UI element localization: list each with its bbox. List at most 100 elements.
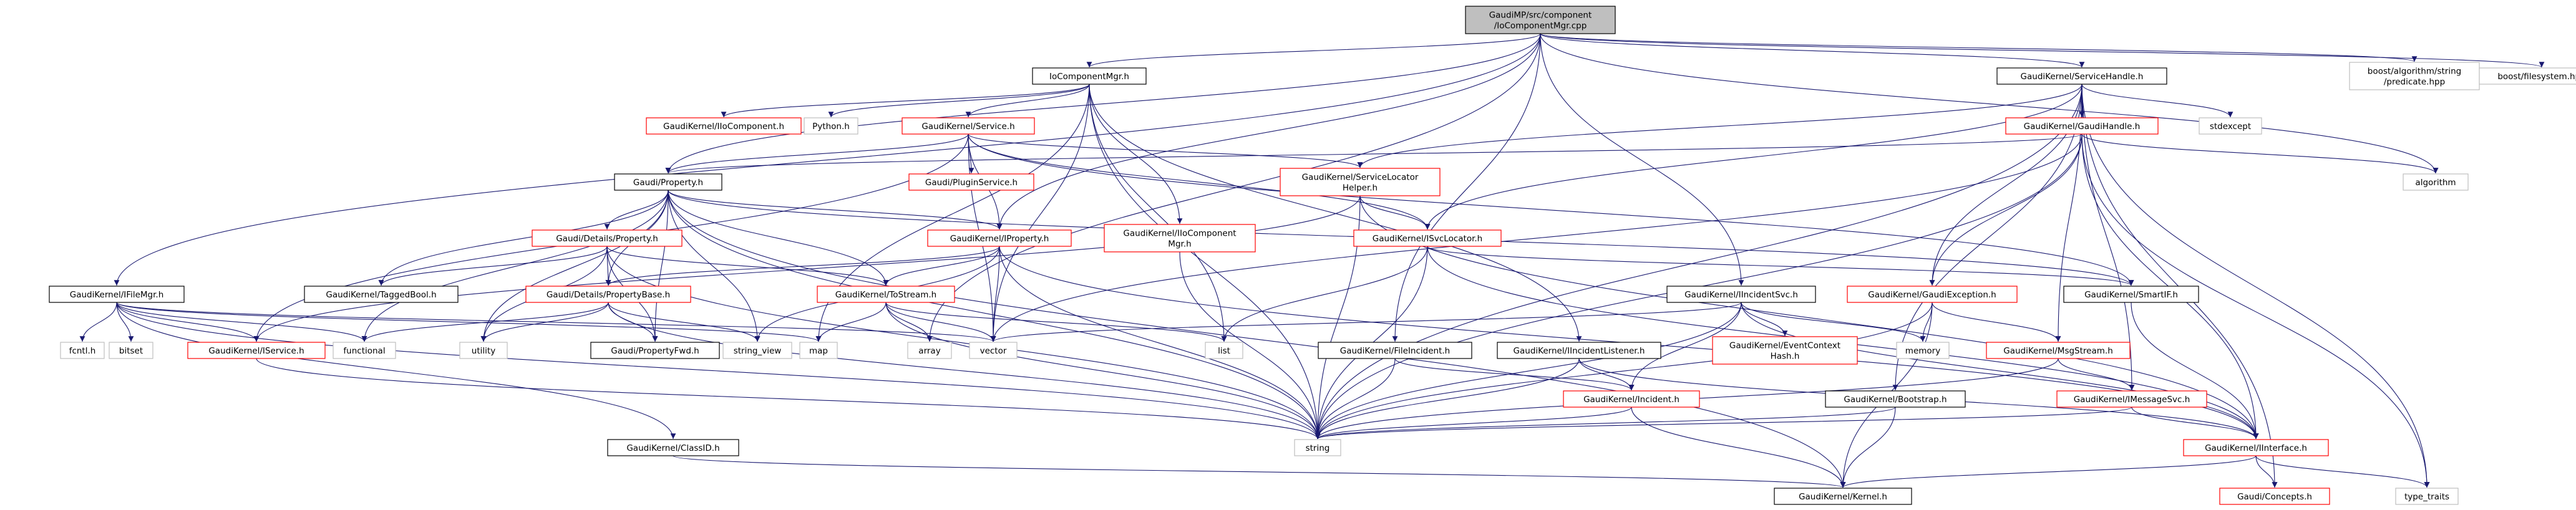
edge-iIncidentSvc-to-string xyxy=(1315,302,1742,440)
node-smartIF[interactable]: GaudiKernel/SmartIF.h xyxy=(2063,286,2199,303)
node-gkService[interactable]: GaudiKernel/Service.h xyxy=(902,117,1035,135)
node-gaudiException[interactable]: GaudiKernel/GaudiException.h xyxy=(1847,286,2018,303)
node-label: Gaudi/PluginService.h xyxy=(925,178,1018,188)
edge-iIncidentSvc-to-iInterface xyxy=(1741,302,2259,440)
edge-root-to-iProperty xyxy=(996,33,1541,230)
node-msgStream[interactable]: GaudiKernel/MsgStream.h xyxy=(1986,342,2131,359)
node-array: array xyxy=(907,342,952,359)
edge-gaudiHandle-to-typeTraits xyxy=(2081,133,2430,488)
node-concepts[interactable]: Gaudi/Concepts.h xyxy=(2219,488,2330,505)
node-ioMgrh[interactable]: IoComponentMgr.h xyxy=(1032,67,1147,85)
node-pluginService[interactable]: Gaudi/PluginService.h xyxy=(908,173,1034,191)
node-fcntl: fcntl.h xyxy=(60,342,105,359)
node-label: GaudiKernel/ToStream.h xyxy=(835,290,936,300)
node-label: utility xyxy=(472,346,495,356)
edge-serviceHandle-to-gaudiException xyxy=(1929,84,2083,286)
node-utility: utility xyxy=(459,342,508,359)
node-incident[interactable]: GaudiKernel/Incident.h xyxy=(1563,390,1700,408)
edge-root-to-iFileMgr xyxy=(114,33,1541,286)
edge-property-to-string xyxy=(668,190,1321,440)
edge-root-to-ioMgrh xyxy=(1086,33,1541,68)
node-propertyFwd[interactable]: Gaudi/PropertyFwd.h xyxy=(590,342,720,359)
node-label: boost/algorithm/string/predicate.hpp xyxy=(2368,67,2461,87)
node-root[interactable]: GaudiMP/src/component/IoComponentMgr.cpp xyxy=(1465,6,1616,34)
node-label: GaudiKernel/FileIncident.h xyxy=(1340,346,1450,356)
edge-propertyBase-to-string xyxy=(608,302,1321,440)
node-iFileMgr[interactable]: GaudiKernel/IFileMgr.h xyxy=(49,286,185,303)
node-label: GaudiKernel/IIoComponent.h xyxy=(663,122,784,132)
node-taggedBool[interactable]: GaudiKernel/TaggedBool.h xyxy=(304,286,459,303)
edge-serviceHandle-to-iMessageSvc xyxy=(2081,84,2135,391)
node-iIncidentListener[interactable]: GaudiKernel/IIncidentListener.h xyxy=(1497,342,1661,359)
node-label: GaudiKernel/Incident.h xyxy=(1583,395,1679,405)
node-label: Gaudi/Details/PropertyBase.h xyxy=(547,290,670,300)
edge-gkService-to-property xyxy=(665,133,969,174)
edge-property-to-utility xyxy=(480,190,669,342)
edge-iIoCompMgr-to-string xyxy=(1179,251,1321,440)
edge-property-to-propertyFwd xyxy=(652,190,669,342)
node-detailsProperty[interactable]: Gaudi/Details/Property.h xyxy=(532,229,683,247)
node-iIncidentSvc[interactable]: GaudiKernel/IIncidentSvc.h xyxy=(1666,286,1816,303)
node-propertyBase[interactable]: Gaudi/Details/PropertyBase.h xyxy=(525,286,691,303)
node-bootstrap[interactable]: GaudiKernel/Bootstrap.h xyxy=(1825,390,1966,408)
edges xyxy=(79,33,2544,488)
node-label: Gaudi/Details/Property.h xyxy=(556,234,658,244)
edge-iIncidentListener-to-string xyxy=(1315,358,1580,440)
node-iService[interactable]: GaudiKernel/IService.h xyxy=(187,342,326,359)
edge-property-to-detailsProperty xyxy=(604,190,669,230)
node-property[interactable]: Gaudi/Property.h xyxy=(614,173,722,191)
edge-iFileMgr-to-vector xyxy=(116,302,996,342)
edge-ioMgrh-to-iIoCompMgr xyxy=(1089,84,1183,224)
edge-detailsProperty-to-taggedBool xyxy=(378,246,608,286)
node-stringView: string_view xyxy=(722,342,792,359)
edge-root-to-fileIncident xyxy=(1392,33,1541,342)
edge-serviceHandle-to-iSvcLocator xyxy=(1424,84,2083,230)
node-label: list xyxy=(1218,346,1230,356)
node-gaudiHandle[interactable]: GaudiKernel/GaudiHandle.h xyxy=(2005,117,2159,135)
node-iMessageSvc[interactable]: GaudiKernel/IMessageSvc.h xyxy=(2056,390,2207,408)
node-label: GaudiKernel/GaudiException.h xyxy=(1868,290,1996,300)
edge-bootstrap-to-string xyxy=(1315,407,1896,440)
node-classID[interactable]: GaudiKernel/ClassID.h xyxy=(607,439,739,456)
node-iInterface[interactable]: GaudiKernel/IInterface.h xyxy=(2183,439,2329,456)
node-label: Gaudi/PropertyFwd.h xyxy=(611,346,699,356)
node-fileIncident[interactable]: GaudiKernel/FileIncident.h xyxy=(1318,342,1472,359)
node-label: GaudiKernel/Service.h xyxy=(921,122,1014,132)
node-iProperty[interactable]: GaudiKernel/IProperty.h xyxy=(927,229,1072,247)
edge-iInterface-to-concepts xyxy=(2255,455,2278,488)
edge-toStream-to-vector xyxy=(885,302,996,342)
node-label: stdexcept xyxy=(2210,122,2251,132)
node-serviceHandle[interactable]: GaudiKernel/ServiceHandle.h xyxy=(1996,67,2167,85)
node-list: list xyxy=(1205,342,1243,359)
node-iIoComp[interactable]: GaudiKernel/IIoComponent.h xyxy=(646,117,802,135)
node-boostAlg: boost/algorithm/string/predicate.hpp xyxy=(2349,62,2480,90)
node-label: GaudiKernel/ISvcLocator.h xyxy=(1373,234,1482,244)
edge-iIncidentListener-to-incident xyxy=(1578,358,1635,391)
edge-gaudiHandle-to-property xyxy=(666,133,2083,174)
edge-serviceHandle-to-bootstrap xyxy=(1892,84,2083,391)
edge-serviceHandle-to-typeTraits xyxy=(2081,84,2430,488)
node-python: Python.h xyxy=(804,117,858,135)
node-label: fcntl.h xyxy=(69,346,96,356)
node-label: GaudiKernel/IService.h xyxy=(208,346,304,356)
node-label: GaudiKernel/Kernel.h xyxy=(1799,492,1887,502)
node-label: GaudiKernel/IMessageSvc.h xyxy=(2074,395,2190,405)
node-label: string_view xyxy=(734,346,782,356)
edge-ioMgrh-to-gkService xyxy=(965,84,1090,118)
node-toStream[interactable]: GaudiKernel/ToStream.h xyxy=(817,286,955,303)
node-iSvcLocator[interactable]: GaudiKernel/ISvcLocator.h xyxy=(1353,229,1502,247)
node-kernel[interactable]: GaudiKernel/Kernel.h xyxy=(1774,488,1912,505)
edge-gaudiHandle-to-gaudiException xyxy=(1929,133,2083,286)
edge-propertyBase-to-utility xyxy=(480,302,609,342)
node-label: GaudiKernel/IIncidentListener.h xyxy=(1514,346,1645,356)
node-label: GaudiKernel/SmartIF.h xyxy=(2084,290,2178,300)
node-label: IoComponentMgr.h xyxy=(1049,72,1129,82)
edge-iFileMgr-to-fcntl xyxy=(79,302,117,342)
edge-bootstrap-to-kernel xyxy=(1840,407,1896,488)
